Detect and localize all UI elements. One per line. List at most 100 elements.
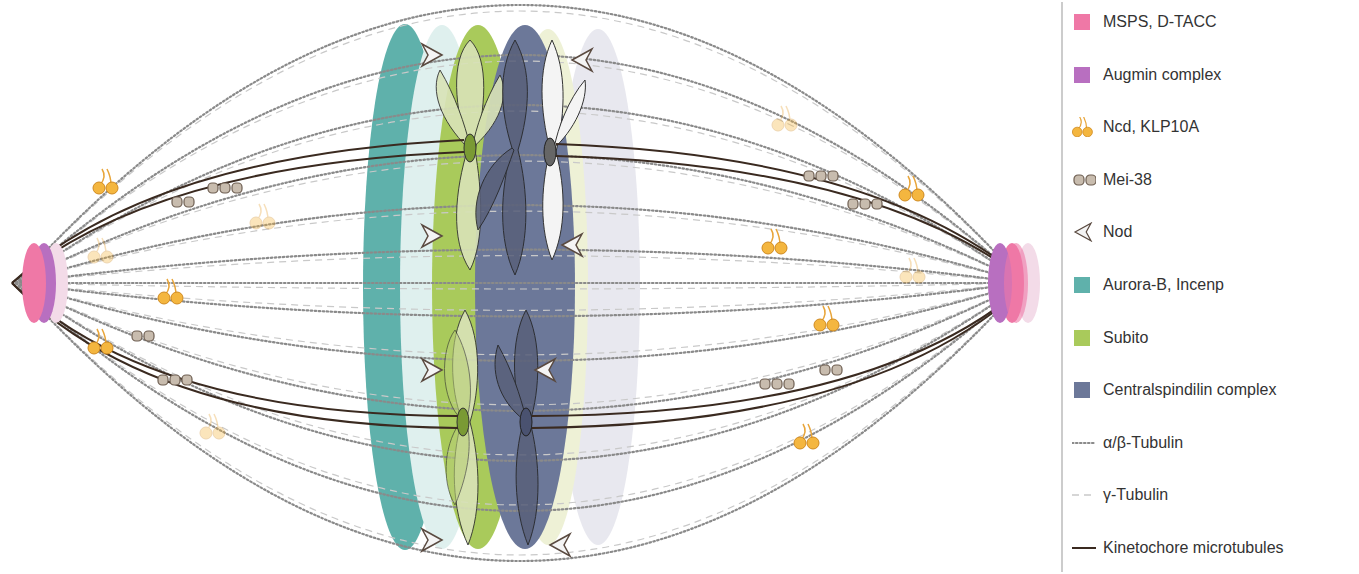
ncd-motor bbox=[772, 106, 797, 131]
ncd-motor bbox=[794, 424, 819, 449]
microtubules bbox=[16, 5, 1024, 561]
mei38 bbox=[182, 375, 192, 385]
legend-item: Centralspindilin complex bbox=[1072, 378, 1357, 402]
ncd-motor bbox=[900, 258, 925, 283]
legend-item: Nod bbox=[1072, 220, 1357, 244]
legend-text: Centralspindilin complex bbox=[1103, 380, 1276, 400]
legend-item: Kinetochore microtubules bbox=[1072, 536, 1357, 560]
legend-swatch bbox=[1074, 330, 1090, 346]
spindle-poles bbox=[22, 243, 1040, 323]
ncd-motor bbox=[158, 279, 183, 304]
ncd-motor bbox=[250, 204, 275, 229]
alpha-beta-tubulin bbox=[16, 282, 1024, 284]
legend-sample bbox=[1072, 117, 1096, 137]
kinetochore-microtubules bbox=[12, 140, 1028, 428]
nod bbox=[422, 529, 442, 551]
legend-item: Aurora-B, Incenp bbox=[1072, 273, 1357, 297]
ncd-motor bbox=[814, 306, 839, 331]
mei38 bbox=[132, 331, 142, 341]
legend-text: Nod bbox=[1103, 222, 1132, 242]
line-sample bbox=[1072, 547, 1096, 549]
legend-sample bbox=[1072, 222, 1096, 242]
mei38 bbox=[172, 197, 182, 207]
mei38 bbox=[816, 171, 826, 181]
mei38 bbox=[848, 199, 858, 209]
alpha-beta-tubulin bbox=[16, 283, 1024, 561]
mei38 bbox=[804, 171, 814, 181]
legend-sample bbox=[1072, 485, 1096, 505]
legend-sample bbox=[1072, 380, 1096, 400]
nod bbox=[535, 359, 555, 381]
mei38 bbox=[828, 171, 838, 181]
nod bbox=[422, 44, 442, 66]
legend-divider bbox=[1062, 2, 1063, 572]
mei38 bbox=[158, 375, 168, 385]
legend-text: Aurora-B, Incenp bbox=[1103, 275, 1224, 295]
legend-item: Subito bbox=[1072, 326, 1357, 350]
legend-sample bbox=[1072, 65, 1096, 85]
mei38 bbox=[860, 199, 870, 209]
ncd-motors bbox=[88, 106, 925, 449]
legend-sample bbox=[1072, 433, 1096, 453]
gamma-tubulin bbox=[16, 283, 1024, 555]
legend-sample bbox=[1072, 12, 1096, 32]
mei38 bbox=[208, 183, 218, 193]
legend: MSPS, D-TACC Augmin complexNcd, KLP10A Mei… bbox=[1062, 0, 1359, 574]
legend-text: Kinetochore microtubules bbox=[1103, 538, 1284, 558]
legend-text: Ncd, KLP10A bbox=[1103, 117, 1199, 137]
ncd-motor bbox=[88, 238, 113, 263]
mei38-proteins bbox=[132, 171, 882, 389]
legend-swatch bbox=[1074, 14, 1090, 30]
mei38 bbox=[220, 183, 230, 193]
ncd-motor bbox=[1072, 117, 1092, 137]
nod-proteins bbox=[422, 44, 592, 556]
legend-swatch bbox=[1074, 277, 1090, 293]
ncd-motor bbox=[200, 414, 225, 439]
legend-text: α/β-Tubulin bbox=[1103, 433, 1183, 453]
ncd-motor bbox=[88, 329, 113, 354]
mei38 bbox=[820, 365, 830, 375]
mei38 bbox=[232, 183, 242, 193]
legend-item: γ-Tubulin bbox=[1072, 483, 1357, 507]
legend-sample bbox=[1072, 170, 1096, 190]
legend-item: Augmin complex bbox=[1072, 63, 1357, 87]
nod bbox=[572, 49, 592, 71]
mei38 bbox=[1086, 175, 1096, 185]
mei38 bbox=[772, 379, 782, 389]
mei38 bbox=[872, 199, 882, 209]
gamma-tubulin bbox=[16, 283, 1024, 289]
alpha-beta-tubulin bbox=[16, 283, 1024, 316]
mei38 bbox=[184, 197, 194, 207]
legend-swatch bbox=[1074, 382, 1090, 398]
gamma-tubulin bbox=[16, 11, 1024, 283]
mei38 bbox=[784, 379, 794, 389]
legend-text: MSPS, D-TACC bbox=[1103, 12, 1216, 32]
ncd-motor bbox=[93, 169, 118, 194]
legend-sample bbox=[1072, 275, 1096, 295]
legend-item: α/β-Tubulin bbox=[1072, 431, 1357, 455]
ncd-motor bbox=[899, 176, 924, 201]
mei38 bbox=[170, 375, 180, 385]
legend-text: Augmin complex bbox=[1103, 65, 1221, 85]
mei38 bbox=[1074, 175, 1084, 185]
line-sample bbox=[1072, 495, 1096, 496]
nod bbox=[422, 359, 442, 381]
legend-sample bbox=[1072, 328, 1096, 348]
mei38 bbox=[832, 365, 842, 375]
legend-item: Mei-38 bbox=[1072, 168, 1357, 192]
chromosomes bbox=[436, 40, 585, 545]
legend-item: MSPS, D-TACC bbox=[1072, 10, 1357, 34]
nod bbox=[562, 234, 582, 256]
legend-text: Mei-38 bbox=[1103, 170, 1152, 190]
legend-item: Ncd, KLP10A bbox=[1072, 115, 1357, 139]
nod bbox=[550, 534, 570, 556]
gamma-tubulin bbox=[16, 283, 1024, 310]
midzone-bands bbox=[363, 24, 640, 550]
alpha-beta-tubulin bbox=[16, 5, 1024, 283]
legend-text: γ-Tubulin bbox=[1103, 485, 1168, 505]
line-sample bbox=[1072, 442, 1096, 444]
mei38 bbox=[144, 331, 154, 341]
legend-swatch bbox=[1074, 67, 1090, 83]
nod bbox=[1075, 224, 1091, 242]
nod bbox=[422, 225, 442, 247]
